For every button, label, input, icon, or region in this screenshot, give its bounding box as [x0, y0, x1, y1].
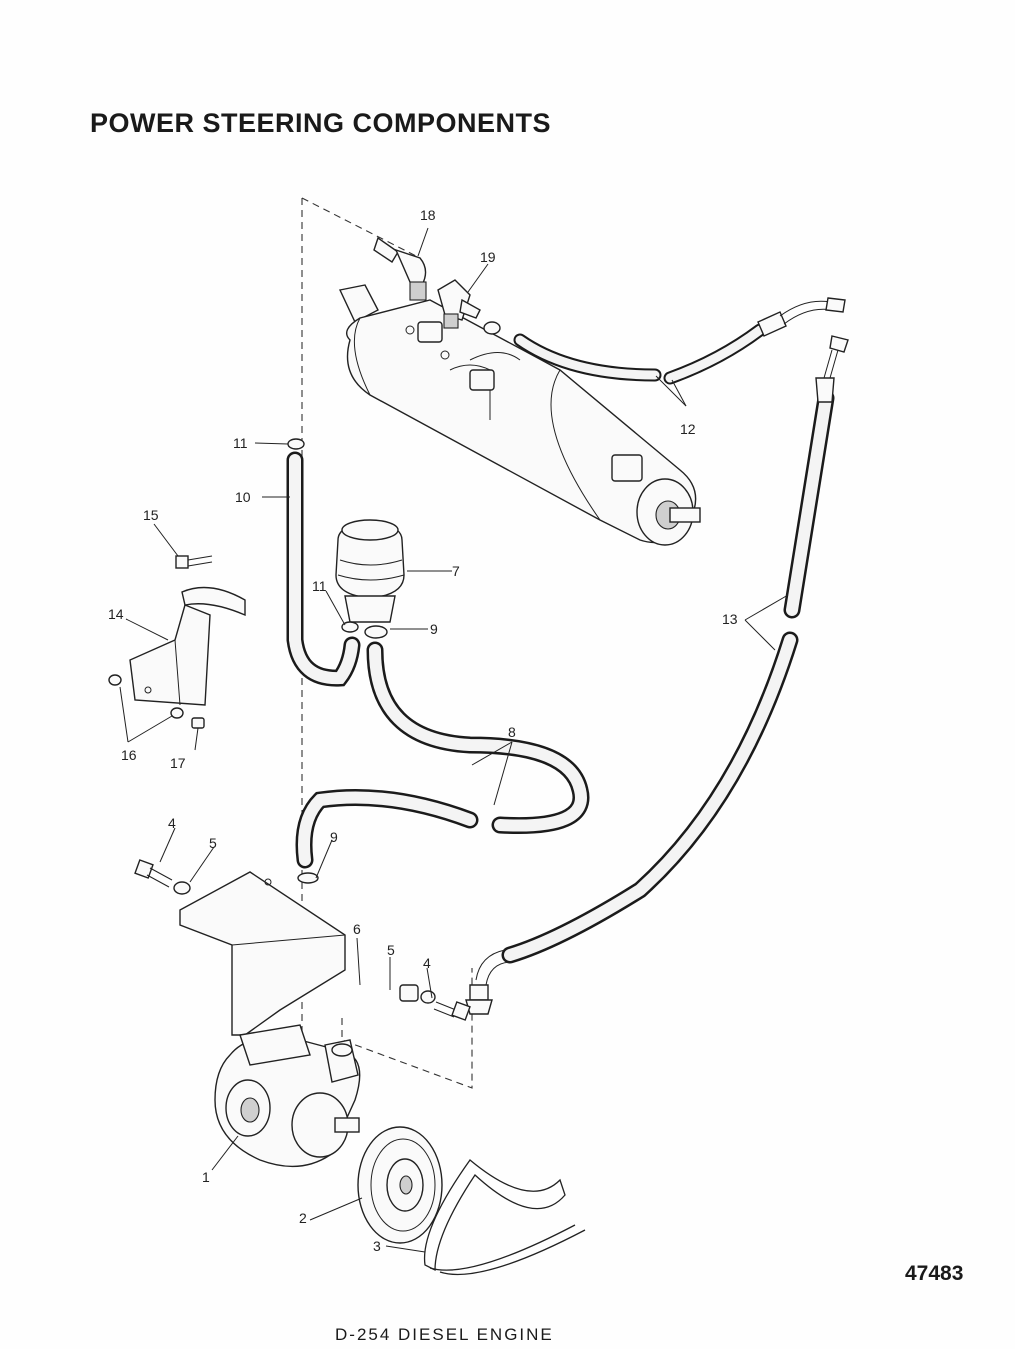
callout-5-left: 5 — [209, 835, 217, 851]
callout-14: 14 — [108, 606, 124, 622]
callout-18: 18 — [420, 207, 436, 223]
callout-9-bottom: 9 — [330, 829, 338, 845]
figure-number: 47483 — [905, 1262, 964, 1285]
page-title: POWER STEERING COMPONENTS — [90, 108, 552, 138]
leader-lines — [119, 227, 789, 1253]
engine-caption: D-254 DIESEL ENGINE — [335, 1325, 554, 1344]
tee-fitting-19 — [437, 279, 501, 335]
callout-3: 3 — [373, 1238, 381, 1254]
bolt-4-left — [134, 859, 173, 888]
callout-8: 8 — [508, 724, 516, 740]
callout-2: 2 — [299, 1210, 307, 1226]
callout-4-left: 4 — [168, 815, 176, 831]
callout-16: 16 — [121, 747, 137, 763]
callout-5-right: 5 — [387, 942, 395, 958]
callout-12: 12 — [680, 421, 696, 437]
pump-bracket — [179, 871, 346, 1036]
callout-numbers: 18 19 12 11 10 15 7 11 14 9 13 8 16 17 4… — [108, 207, 738, 1254]
hose-12 — [513, 297, 846, 385]
bolt-4-right — [433, 1001, 471, 1021]
callout-13: 13 — [722, 611, 738, 627]
power-steering-cylinder — [338, 284, 701, 546]
hose-10 — [286, 438, 361, 687]
reservoir-7 — [335, 519, 405, 639]
callout-11-bottom: 11 — [312, 578, 327, 594]
callout-10: 10 — [235, 489, 251, 505]
spacer-6 — [399, 984, 419, 1002]
mounting-bracket-14 — [129, 586, 246, 706]
bolt-15 — [175, 555, 213, 569]
callout-9-top: 9 — [430, 621, 438, 637]
pulley-2 — [357, 1126, 443, 1244]
callout-1: 1 — [202, 1169, 210, 1185]
power-steering-pump-1 — [214, 1024, 361, 1168]
washers-16-17 — [108, 674, 205, 729]
callout-7: 7 — [452, 563, 460, 579]
callout-19: 19 — [480, 249, 496, 265]
callout-11-top: 11 — [233, 435, 248, 451]
washer-5-right — [420, 990, 436, 1004]
callout-4-right: 4 — [423, 955, 431, 971]
washer-5-left — [173, 881, 191, 895]
hose-8 — [295, 641, 590, 884]
callout-17: 17 — [170, 755, 186, 771]
elbow-fitting-18 — [373, 236, 427, 301]
drive-belt-3 — [423, 1159, 586, 1276]
callout-15: 15 — [143, 507, 159, 523]
hose-13 — [465, 335, 849, 1015]
callout-6: 6 — [353, 921, 361, 937]
